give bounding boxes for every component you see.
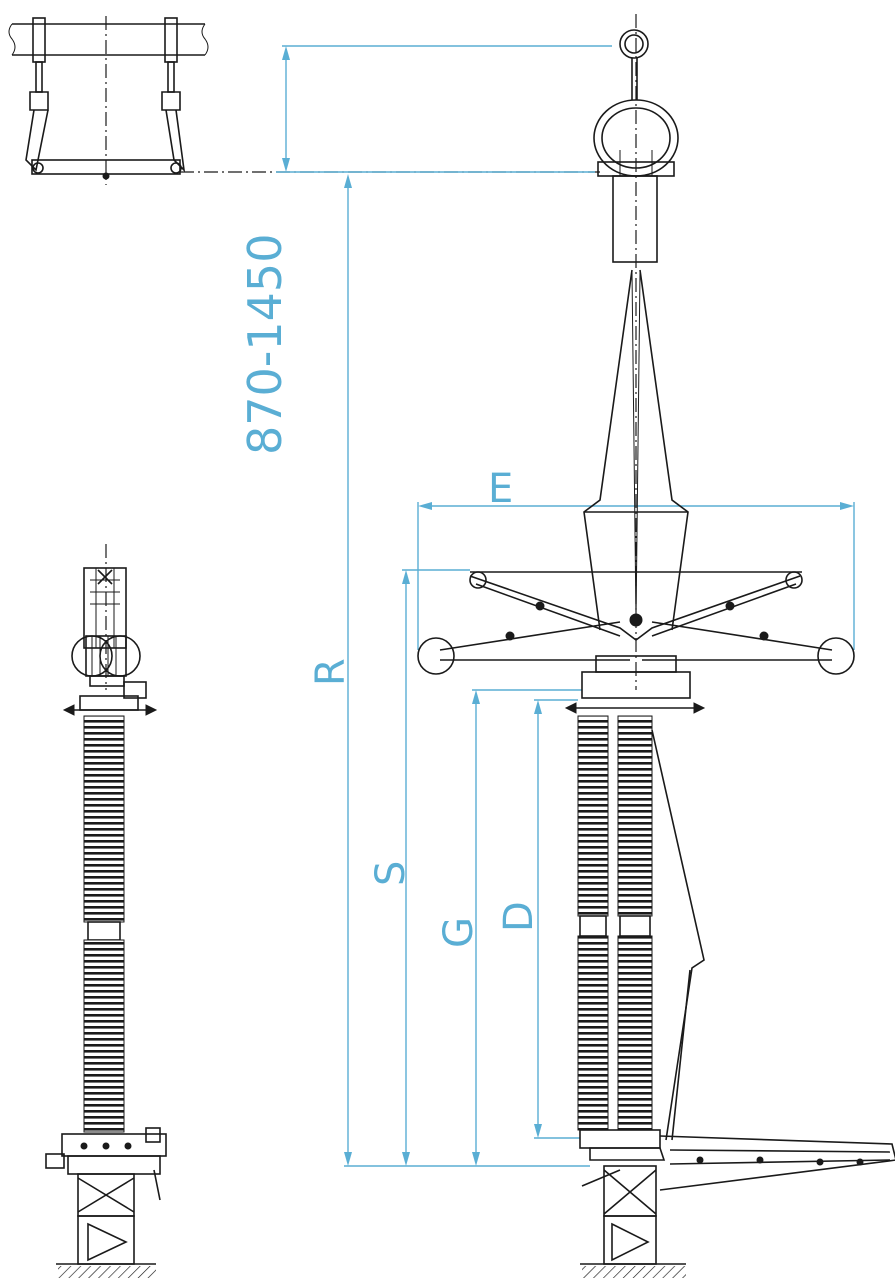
E-label: E <box>488 466 513 512</box>
dimension-height-range: 870-1450 <box>238 46 595 455</box>
R-label: R <box>308 658 354 686</box>
busbar-side-view <box>8 16 209 185</box>
dimension-G: G <box>436 689 582 1166</box>
dimension-S: S <box>368 569 470 1166</box>
pantograph-disconnector <box>417 14 895 1278</box>
D-label: D <box>496 901 542 932</box>
disconnector-side-view <box>45 544 167 1278</box>
S-label: S <box>368 861 414 886</box>
G-label: G <box>436 917 482 948</box>
dimension-D: D <box>496 699 580 1139</box>
height-range-label: 870-1450 <box>238 234 292 455</box>
dimension-R: R <box>308 174 354 1166</box>
